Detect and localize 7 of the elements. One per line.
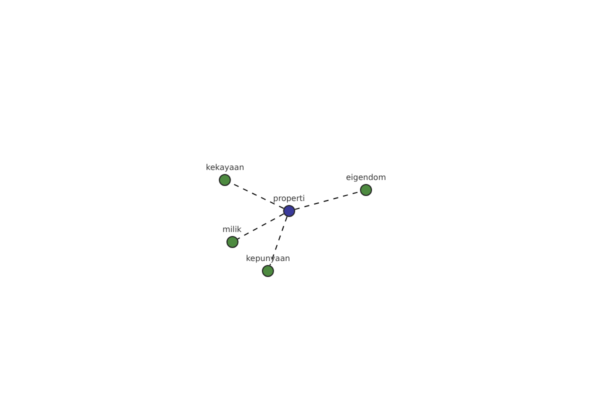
node-label: milik [222,225,242,235]
node-label: eigendom [346,173,386,183]
node-label: kekayaan [206,163,244,173]
node-label: properti [273,194,305,204]
dashed-connector [269,216,288,266]
dashed-connector [236,213,284,240]
node-label: kepunyaan [246,254,290,264]
